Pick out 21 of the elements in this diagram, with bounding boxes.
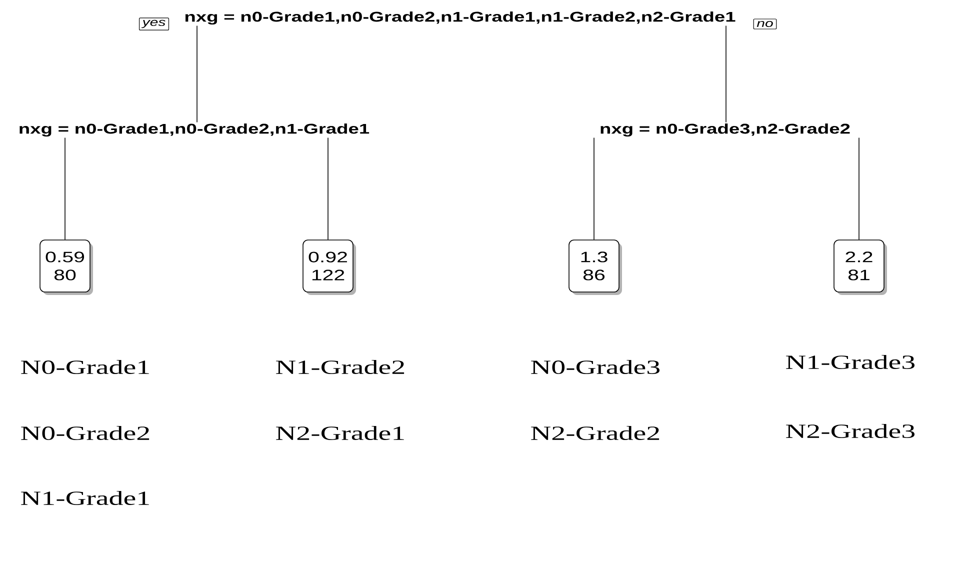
category-label: N2-Grade2	[531, 426, 660, 440]
category-label: N1-Grade1	[21, 490, 149, 506]
leaf-box: 1.3 86	[568, 240, 622, 295]
category-label: N0-Grade3	[531, 360, 660, 374]
category-label: N2-Grade3	[786, 424, 914, 438]
direction-tag: no	[753, 18, 777, 30]
connector-line	[196, 25, 198, 123]
split-condition: nxg = n0-Grade3,n2-Grade2	[600, 123, 850, 137]
category-label: N2-Grade1	[276, 426, 404, 440]
category-label: N1-Grade2	[276, 360, 404, 374]
split-condition: nxg = n0-Grade1,n0-Grade2,n1-Grade1	[20, 123, 370, 137]
category-label: N0-Grade2	[21, 426, 150, 440]
leaf-box: 0.59 80	[40, 240, 93, 295]
split-condition: nxg = n0-Grade1,n0-Grade2,n1-Grade1,n1-Grade2,n2-Grade1	[185, 11, 736, 25]
connector-line	[858, 137, 860, 240]
leaf-box: 2.2 81	[834, 240, 887, 295]
category-label: N1-Grade3	[786, 354, 914, 370]
direction-tag: yes	[138, 18, 170, 30]
category-label: N0-Grade1	[21, 360, 149, 374]
connector-line	[64, 137, 66, 240]
leaf-box: 0.92 122	[302, 240, 356, 295]
